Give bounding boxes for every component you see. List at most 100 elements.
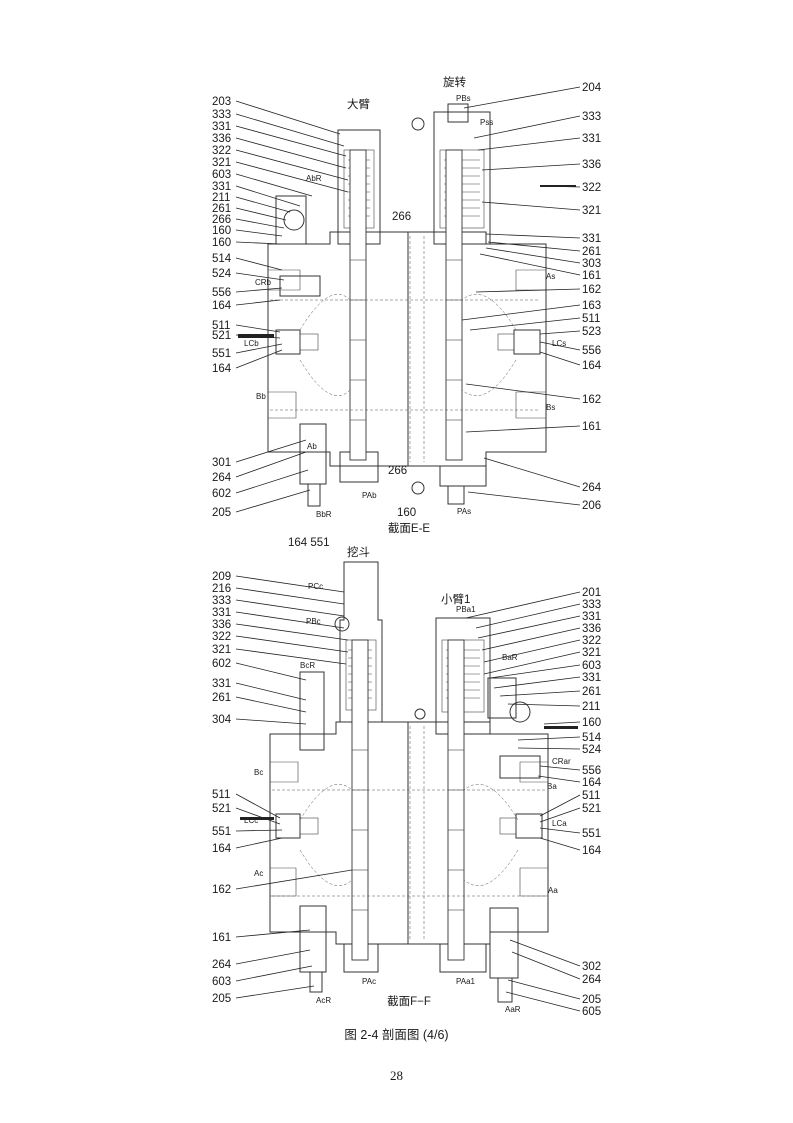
part-callout: 336 xyxy=(582,623,601,635)
leader-line xyxy=(235,334,281,339)
part-callout: 261 xyxy=(582,686,601,698)
label-bar: BaR xyxy=(502,653,518,662)
part-callout: 216 xyxy=(212,583,231,595)
part-callout: 336 xyxy=(582,159,601,171)
section-title-boom: 大臂 xyxy=(347,97,370,111)
part-callout: 321 xyxy=(212,644,231,656)
leader-line xyxy=(235,349,283,369)
label-164-551: 164 551 xyxy=(288,537,330,549)
part-callout: 521 xyxy=(212,330,231,342)
leader-line xyxy=(235,343,283,354)
leader-line xyxy=(235,113,345,147)
part-callout: 201 xyxy=(582,587,601,599)
part-callout: 331 xyxy=(212,121,231,133)
part-callout: 556 xyxy=(582,765,601,777)
part-callout: 602 xyxy=(212,488,231,500)
label-lcc: LCc xyxy=(244,816,258,825)
part-callout: 161 xyxy=(212,932,231,944)
part-callout: 264 xyxy=(582,482,602,494)
part-callout: 331 xyxy=(212,678,231,690)
label-crar: CRar xyxy=(552,757,571,766)
part-callout: 164 xyxy=(582,360,602,372)
part-callout: 523 xyxy=(582,326,601,338)
part-callout: 321 xyxy=(212,157,231,169)
leader-line xyxy=(465,383,581,400)
section-f-f-labels: 164 551 挖斗 小臂1 2092163333313363223216023… xyxy=(212,537,602,1018)
part-callout: 602 xyxy=(212,658,231,670)
label-crb: CRb xyxy=(255,278,272,287)
part-callout: 336 xyxy=(212,133,231,145)
part-callout: 524 xyxy=(582,744,602,756)
leader-line xyxy=(235,635,349,653)
leader-line xyxy=(489,664,581,679)
leader-line xyxy=(235,241,281,245)
label-ab: Ab xyxy=(307,442,317,451)
leader-line xyxy=(487,241,581,252)
part-callout: 160 xyxy=(212,237,231,249)
leader-line xyxy=(537,775,581,783)
leader-line xyxy=(235,469,309,494)
part-callout: 205 xyxy=(582,994,601,1006)
leader-line xyxy=(235,807,281,825)
leader-line xyxy=(235,965,313,982)
leader-line xyxy=(235,173,313,197)
part-callout: 162 xyxy=(212,884,231,896)
section-e-e-labels: 大臂 旋转 2033333313363223216033312112612661… xyxy=(212,75,602,535)
leader-line xyxy=(477,615,581,639)
label-aa: Aa xyxy=(548,886,558,895)
part-callout: 205 xyxy=(212,993,231,1005)
leader-line xyxy=(235,125,347,157)
leader-line xyxy=(235,623,349,641)
leader-line xyxy=(235,272,285,281)
section-caption-e-e: 截面E-E xyxy=(388,521,430,535)
part-callout: 524 xyxy=(212,268,232,280)
leader-line xyxy=(505,991,581,1012)
leader-line xyxy=(465,591,581,619)
leader-line xyxy=(517,747,581,750)
leader-line xyxy=(507,979,581,1000)
part-callout: 302 xyxy=(582,961,601,973)
leader-line xyxy=(235,149,349,181)
part-callout: 333 xyxy=(212,109,231,121)
leader-line xyxy=(235,793,281,819)
part-callout: 163 xyxy=(582,300,601,312)
leader-line xyxy=(235,662,307,681)
leader-line xyxy=(235,837,283,849)
label-pab: PAb xyxy=(362,491,377,500)
leader-line xyxy=(235,451,307,478)
leader-line xyxy=(235,161,349,193)
part-callout: 331 xyxy=(212,607,231,619)
part-callout: 303 xyxy=(582,258,601,270)
part-callout: 264 xyxy=(212,472,232,484)
leader-line xyxy=(539,330,581,335)
part-callout: 514 xyxy=(212,253,232,265)
leader-line xyxy=(481,201,581,211)
label-bb: Bb xyxy=(256,392,266,401)
part-callout: 521 xyxy=(212,803,231,815)
leader-line xyxy=(481,627,581,651)
section-title-arm1: 小臂1 xyxy=(441,593,470,606)
part-callout: 301 xyxy=(212,457,231,469)
part-callout: 164 xyxy=(582,845,602,857)
leader-line xyxy=(235,287,283,293)
leader-line xyxy=(235,299,281,306)
part-callout: 556 xyxy=(212,287,231,299)
label-pss: Pss xyxy=(480,118,493,127)
leader-line xyxy=(461,304,581,321)
part-callout: 205 xyxy=(212,507,231,519)
leader-line xyxy=(483,457,581,488)
label-160-bottom: 160 xyxy=(397,507,416,519)
part-callout: 331 xyxy=(582,133,601,145)
part-callout: 322 xyxy=(582,635,601,647)
label-bs: Bs xyxy=(546,403,555,412)
part-callout: 511 xyxy=(582,790,600,802)
part-callout: 261 xyxy=(582,246,601,258)
part-callout: 264 xyxy=(212,959,232,971)
leader-line xyxy=(543,721,581,725)
figure-caption: 图 2-4 剖面图 (4/6) xyxy=(344,1028,449,1042)
part-callout: 551 xyxy=(212,826,231,838)
part-callout: 605 xyxy=(582,1006,601,1018)
part-callout: 331 xyxy=(212,181,231,193)
part-callout: 261 xyxy=(212,692,231,704)
part-callout: 322 xyxy=(212,631,231,643)
